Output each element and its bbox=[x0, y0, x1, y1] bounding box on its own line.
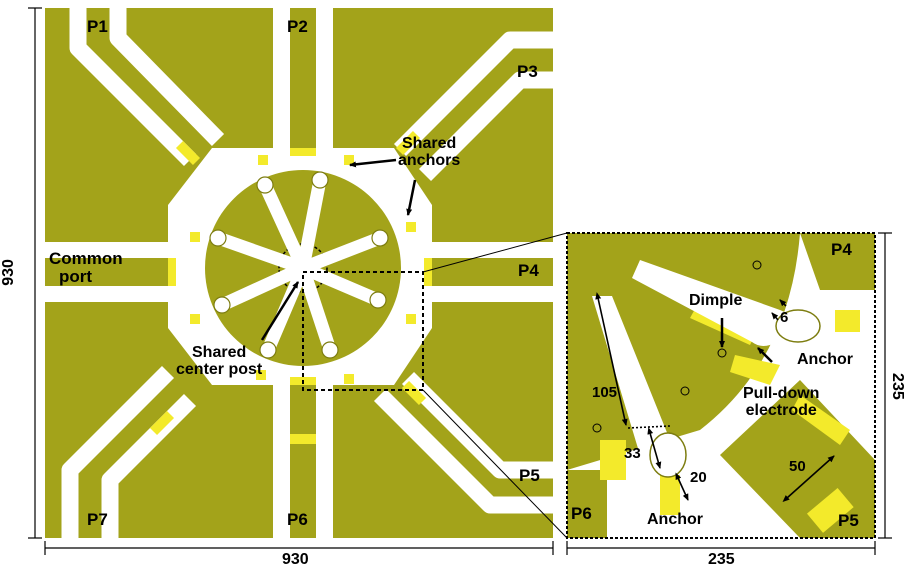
anchor-bottom-label: Anchor bbox=[647, 511, 703, 528]
shared-anchors-label: Shared anchors bbox=[398, 135, 461, 170]
dimple-label: Dimple bbox=[689, 292, 743, 309]
zoom-region-box bbox=[302, 271, 424, 391]
pull-down-line-2: electrode bbox=[745, 401, 817, 419]
zoom-frame bbox=[566, 232, 876, 539]
port-label-p7: P7 bbox=[87, 510, 108, 529]
left-width-dimension: 930 bbox=[282, 551, 309, 568]
port-label-p5: P5 bbox=[519, 466, 540, 485]
pull-down-electrode-label: Pull-down electrode bbox=[743, 385, 820, 420]
left-height-dimension: 930 bbox=[0, 259, 17, 286]
zoom-beam-upper bbox=[632, 260, 795, 346]
dimension-6: 6 bbox=[780, 309, 789, 326]
zoom-port-label-p5: P5 bbox=[838, 511, 859, 530]
port-label-p4: P4 bbox=[518, 261, 539, 280]
dimension-105: 105 bbox=[592, 384, 618, 401]
zoom-width-dimension: 235 bbox=[708, 551, 735, 568]
zoom-p6-trace bbox=[567, 470, 607, 538]
shared-anchors-line-1: Shared bbox=[402, 135, 457, 152]
electrode-highlights bbox=[149, 130, 432, 444]
shared-anchors-line-2: anchors bbox=[398, 151, 461, 169]
dimension-20: 20 bbox=[690, 469, 707, 486]
zoom-p4-trace bbox=[800, 233, 875, 290]
zoom-height-dimension: 235 bbox=[888, 373, 906, 400]
port-label-p6: P6 bbox=[287, 510, 308, 529]
beam-tips bbox=[209, 171, 389, 359]
zoom-connector-top bbox=[422, 232, 568, 273]
dimension-33: 33 bbox=[624, 445, 641, 462]
common-port-line-1: Common bbox=[49, 249, 123, 268]
zoom-dimension-arrows bbox=[595, 292, 835, 502]
port-label-p1: P1 bbox=[87, 17, 108, 36]
common-port-label: Common port bbox=[49, 250, 123, 286]
common-port-line-2: port bbox=[59, 266, 93, 286]
shared-center-post-line-1: Shared bbox=[192, 344, 247, 361]
shared-center-post-label: Shared center post bbox=[176, 344, 263, 379]
zoom-connector-bottom bbox=[422, 389, 568, 539]
device-layout bbox=[45, 8, 553, 538]
port-label-p3: P3 bbox=[517, 62, 538, 81]
anchor-right-label: Anchor bbox=[797, 351, 853, 368]
pull-down-line-1: Pull-down bbox=[743, 385, 820, 402]
left-arrows bbox=[260, 158, 417, 341]
shared-center-post-line-2: center post bbox=[176, 360, 263, 378]
radial-beams bbox=[211, 173, 387, 357]
zoom-label-arrows bbox=[719, 318, 773, 363]
port-label-p2: P2 bbox=[287, 17, 308, 36]
dimension-50: 50 bbox=[789, 458, 806, 475]
zoom-beam-lower-tip bbox=[649, 432, 687, 478]
zoom-port-label-p4: P4 bbox=[831, 240, 852, 259]
left-dimensions bbox=[28, 7, 554, 555]
zoom-dimensions bbox=[566, 232, 892, 555]
zoom-beam-upper-tip bbox=[775, 309, 821, 343]
zoom-port-label-p6: P6 bbox=[571, 504, 592, 523]
